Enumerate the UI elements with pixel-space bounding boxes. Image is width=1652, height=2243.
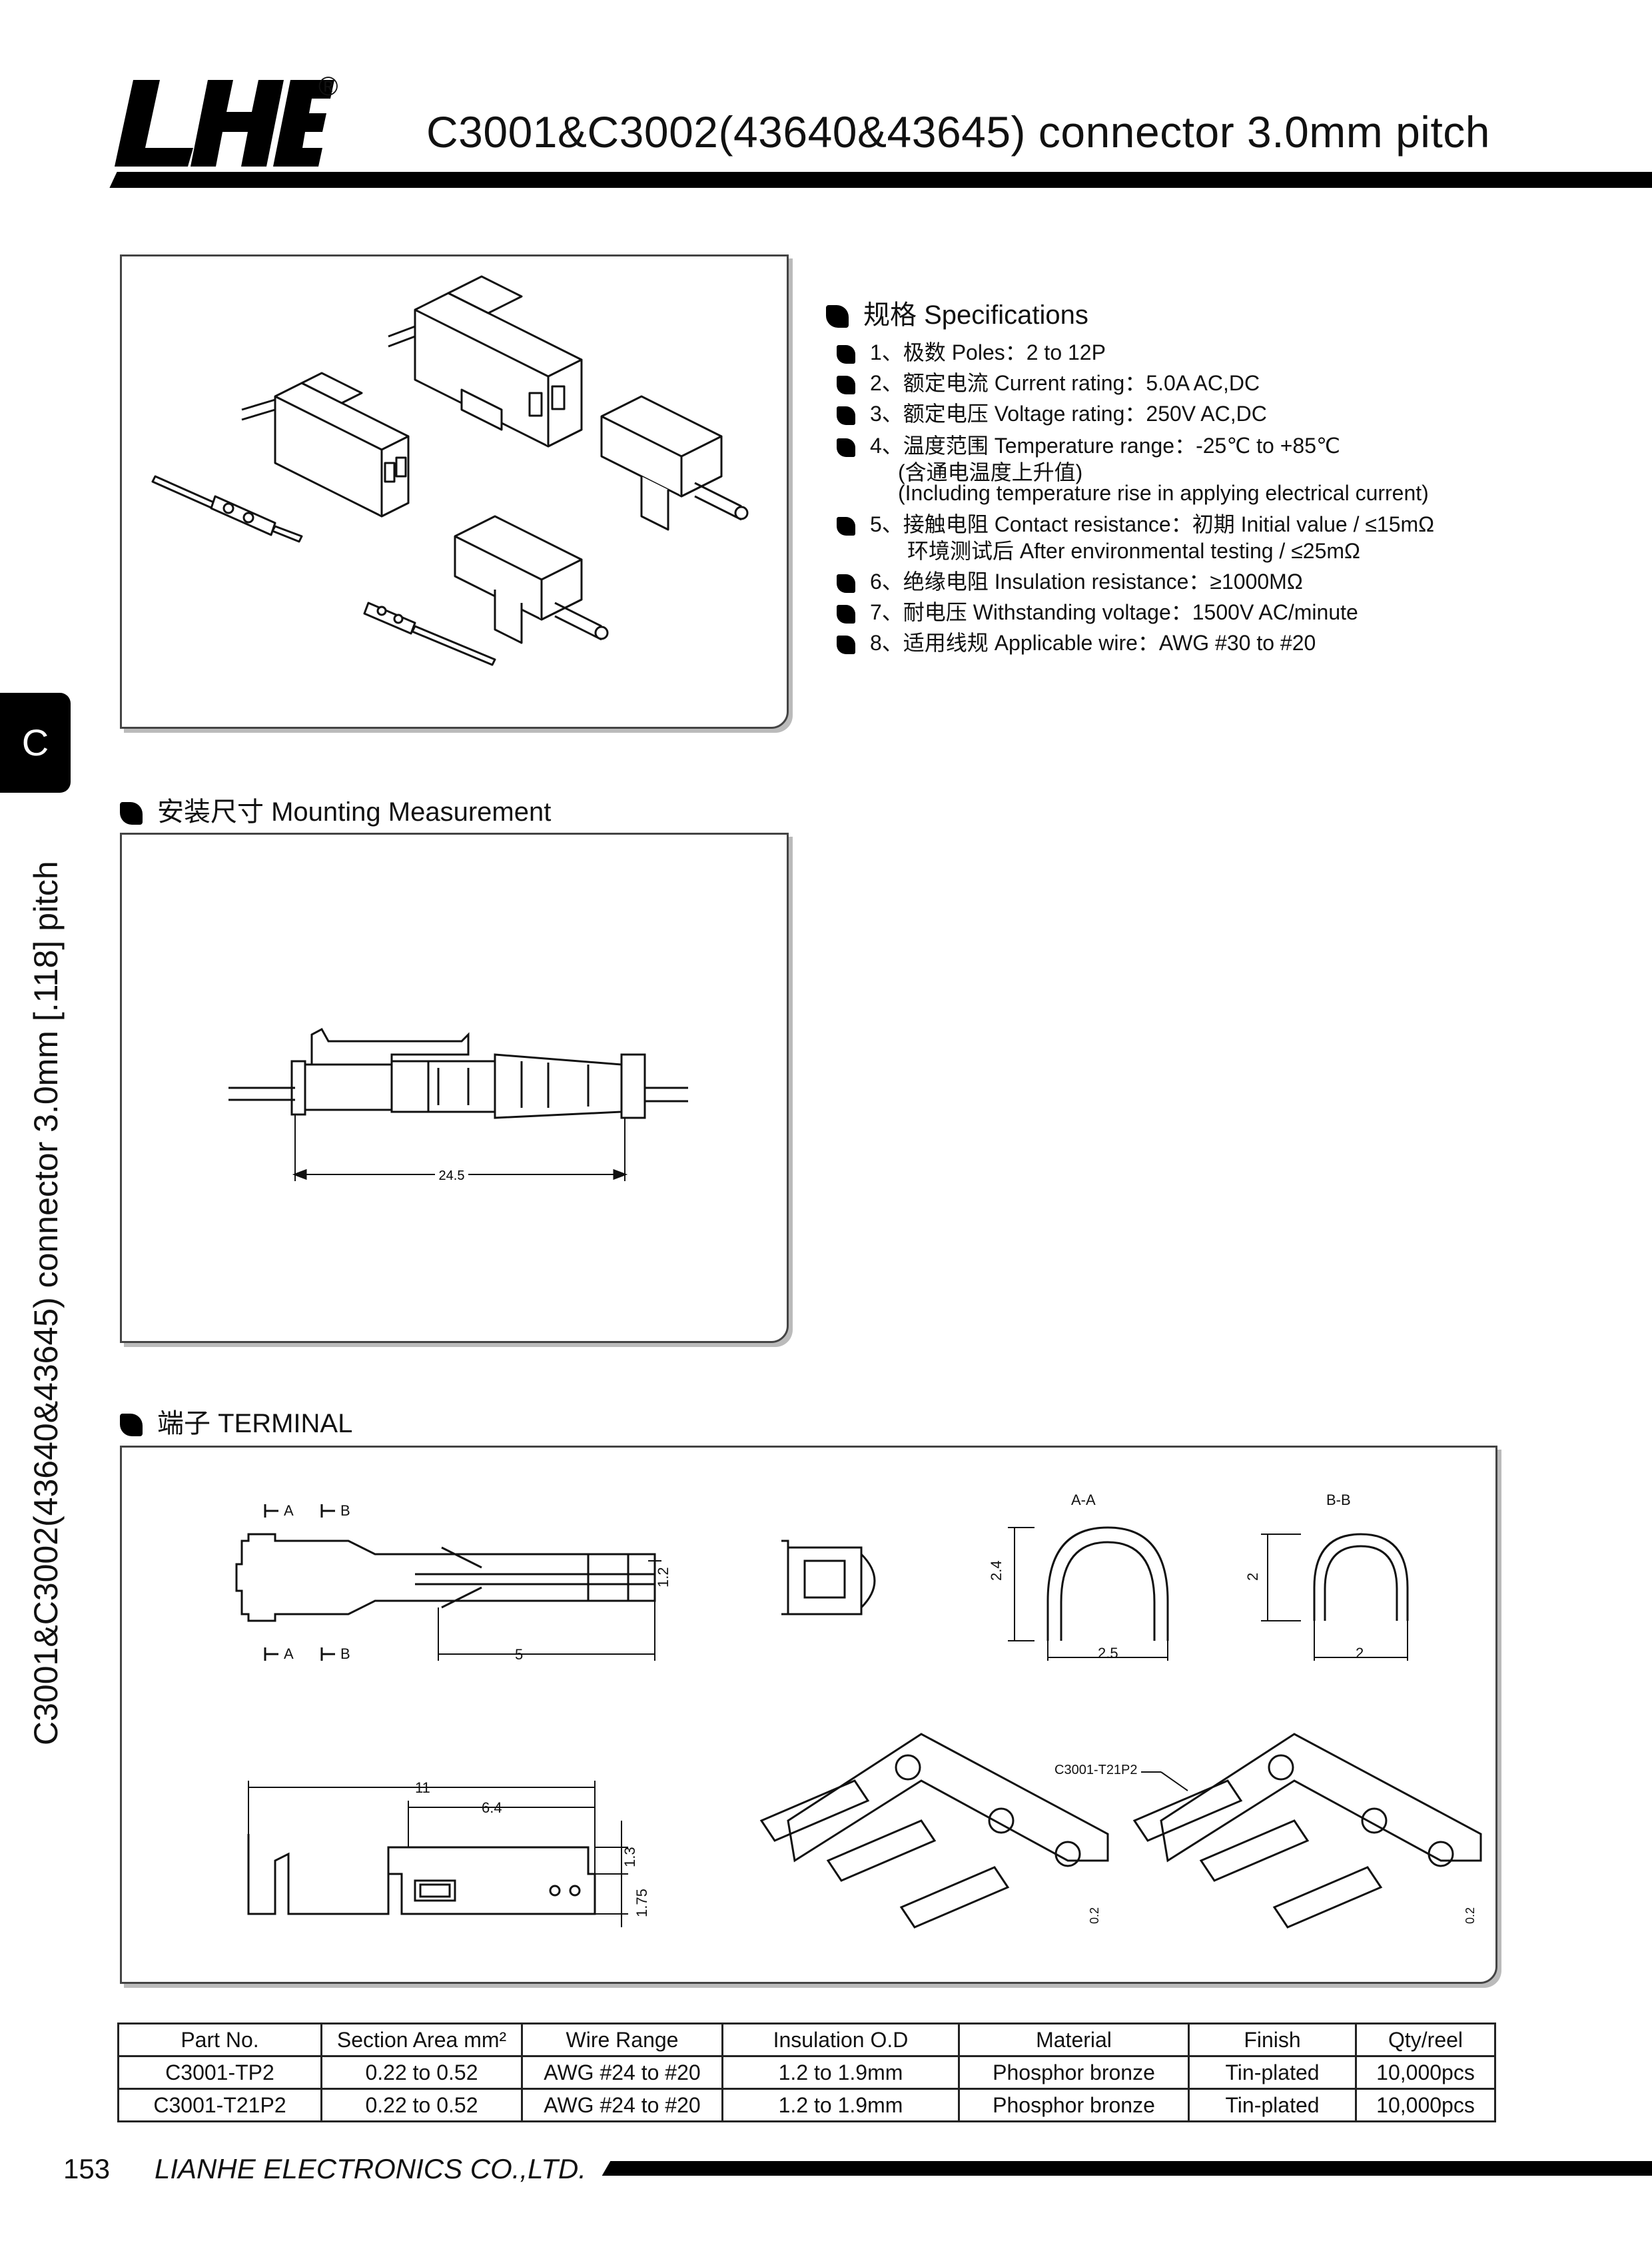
bullet-icon: [837, 375, 855, 394]
spec-item-note: 环境测试后 After environmental testing / ≤25m…: [907, 539, 1360, 563]
table-cell: 1.2 to 1.9mm: [721, 2055, 960, 2090]
section-a-label: A: [284, 1645, 294, 1662]
spec-item: 3、额定电压 Voltage rating：250V AC,DC: [837, 397, 1267, 428]
spec-item: 8、适用线规 Applicable wire：AWG #30 to #20: [837, 626, 1316, 657]
terminal-heading: 端子 TERMINAL: [120, 1402, 352, 1440]
terminal-illustration-2: [363, 602, 496, 666]
dim-label: 0.2: [1088, 1907, 1101, 1924]
section-bullet-icon: [120, 802, 143, 825]
spec-item: 6、绝缘电阻 Insulation resistance：≥1000MΩ: [837, 565, 1303, 596]
spec-item: 4、温度范围 Temperature range：-25℃ to +85℃: [837, 429, 1340, 460]
parts-table: Part No. Section Area mm² Wire Range Ins…: [117, 2022, 1496, 2122]
terminal-drawing-panel: A B A B A-A B-B C3001-T21P2 5 1.2 2.4 2.…: [120, 1446, 1497, 1984]
section-bullet-icon: [826, 305, 849, 328]
footer-rule: [613, 2161, 1652, 2176]
section-b-label: B: [340, 1645, 350, 1662]
table-header: Material: [958, 2022, 1190, 2057]
table-cell: 1.2 to 1.9mm: [721, 2088, 960, 2122]
table-cell: Tin-plated: [1188, 2088, 1357, 2122]
table-cell: C3001-TP2: [117, 2055, 322, 2090]
section-bb-label: B-B: [1326, 1492, 1351, 1508]
dim-label: 11: [415, 1779, 430, 1796]
dim-label: 6.4: [482, 1799, 502, 1816]
product-image-panel: [120, 254, 789, 729]
table-cell: 10,000pcs: [1355, 2088, 1496, 2122]
dim-label: 1.3: [621, 1847, 638, 1867]
mounting-drawing: 24.5: [228, 1027, 688, 1183]
dim-label: 5: [515, 1646, 523, 1663]
bullet-icon: [837, 516, 855, 536]
bullet-icon: [837, 438, 855, 457]
mounting-heading: 安装尺寸 Mounting Measurement: [120, 790, 551, 829]
table-header: Insulation O.D: [721, 2022, 960, 2057]
dim-label: 2: [1244, 1573, 1261, 1581]
table-header: Qty/reel: [1355, 2022, 1496, 2057]
bullet-icon: [837, 406, 855, 425]
spec-item-note: (Including temperature rise in applying …: [898, 481, 1429, 505]
section-a-label: A: [284, 1502, 294, 1519]
section-b-label: B: [340, 1502, 350, 1519]
part-callout-label: C3001-T21P2: [1054, 1763, 1138, 1777]
spec-item: 1、极数 Poles：2 to 12P: [837, 336, 1106, 366]
table-cell: C3001-T21P2: [117, 2088, 322, 2122]
table-header-row: Part No. Section Area mm² Wire Range Ins…: [117, 2022, 1496, 2057]
table-cell: AWG #24 to #20: [521, 2088, 723, 2122]
housing-illustration-1: [241, 372, 410, 518]
terminal-illustration-1: [151, 475, 303, 543]
table-row: C3001-T21P2 0.22 to 0.52 AWG #24 to #20 …: [117, 2088, 1496, 2122]
specifications-heading: 规格 Specifications: [826, 293, 1088, 332]
bullet-icon: [837, 344, 855, 364]
bullet-icon: [837, 604, 855, 624]
header-illustration-2: [454, 515, 609, 644]
table-cell: 0.22 to 0.52: [320, 2055, 523, 2090]
mounting-drawing-panel: 24.5: [120, 833, 789, 1343]
table-header: Section Area mm²: [320, 2022, 523, 2057]
table-cell: Tin-plated: [1188, 2055, 1357, 2090]
table-header: Finish: [1188, 2022, 1357, 2057]
table-cell: Phosphor bronze: [958, 2088, 1190, 2122]
dim-label: 1.2: [655, 1567, 671, 1587]
page-number: 153: [63, 2153, 111, 2184]
bullet-icon: [837, 574, 855, 593]
header-rule: [120, 172, 1652, 188]
dim-label: 2.4: [988, 1560, 1005, 1581]
dim-label: 2.5: [1098, 1645, 1118, 1661]
table-header: Wire Range: [521, 2022, 723, 2057]
lhe-logo: [115, 80, 334, 167]
table-row: C3001-TP2 0.22 to 0.52 AWG #24 to #20 1.…: [117, 2055, 1496, 2090]
table-cell: 10,000pcs: [1355, 2055, 1496, 2090]
table-cell: AWG #24 to #20: [521, 2055, 723, 2090]
housing-illustration-2: [388, 275, 583, 448]
spec-item-note: (含通电温度上升值): [898, 460, 1083, 484]
dim-label: 2: [1356, 1645, 1364, 1661]
sidebar-vertical-title: C3001&C3002(43640&43645) connector 3.0mm…: [27, 861, 65, 1745]
connector-illustration: [151, 275, 749, 666]
dim-label: 1.75: [633, 1889, 650, 1917]
company-name: LIANHE ELECTRONICS CO.,LTD.: [155, 2153, 587, 2184]
spec-item: 7、耐电压 Withstanding voltage：1500V AC/minu…: [837, 596, 1358, 626]
table-cell: Phosphor bronze: [958, 2055, 1190, 2090]
page-title: C3001&C3002(43640&43645) connector 3.0mm…: [426, 107, 1491, 157]
section-bullet-icon: [120, 1414, 143, 1437]
table-header: Part No.: [117, 2022, 322, 2057]
registered-mark: ®: [318, 72, 338, 101]
section-tab: C: [0, 693, 71, 793]
section-aa-label: A-A: [1071, 1492, 1096, 1508]
spec-item: 5、接触电阻 Contact resistance：初期 Initial val…: [837, 508, 1434, 538]
dim-label: 0.2: [1463, 1907, 1477, 1924]
bullet-icon: [837, 635, 855, 654]
dim-length-label: 24.5: [439, 1168, 465, 1183]
terminal-drawing: A B A B A-A B-B C3001-T21P2 5 1.2 2.4 2.…: [235, 1492, 1482, 1929]
spec-item: 2、额定电流 Current rating：5.0A AC,DC: [837, 366, 1260, 397]
table-cell: 0.22 to 0.52: [320, 2088, 523, 2122]
header-illustration-1: [600, 395, 749, 531]
